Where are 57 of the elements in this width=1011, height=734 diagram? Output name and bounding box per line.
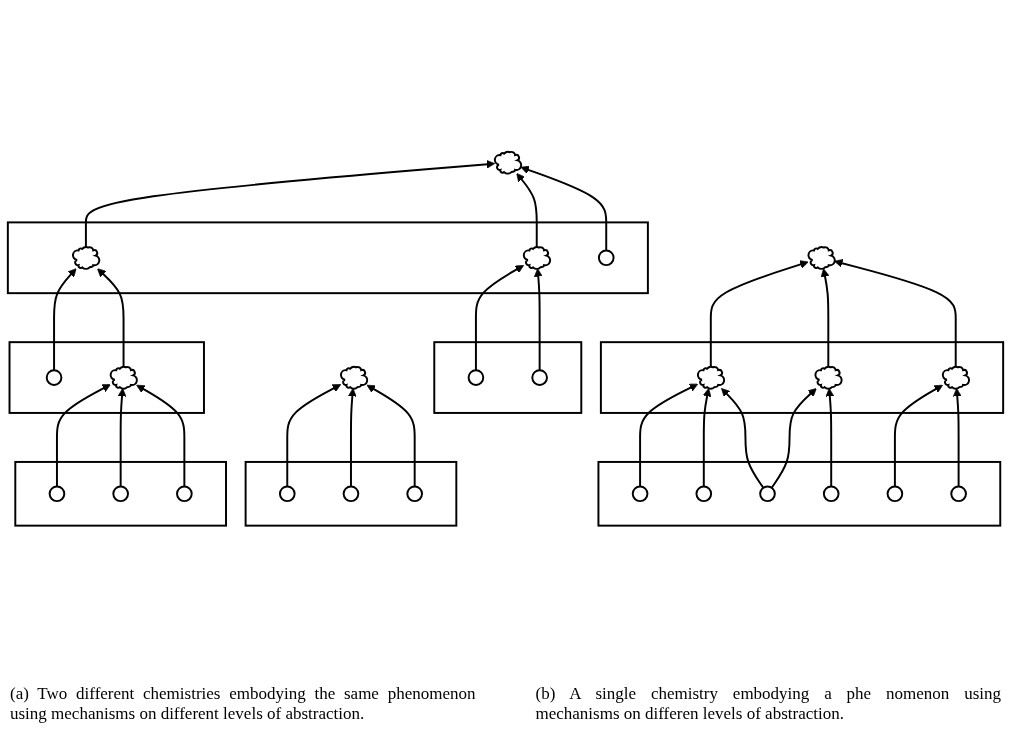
arrow [366,385,416,488]
cluster [597,461,1002,527]
cluster [6,221,649,295]
node-ellipse [759,485,776,503]
arrow [97,268,125,368]
node-cloud [493,151,523,175]
arrow [136,385,186,488]
arrow [84,160,496,249]
node-ellipse [695,485,713,503]
node-cloud [807,246,836,271]
cluster [8,341,205,415]
node-ellipse [822,485,840,503]
arrow [820,268,830,368]
node-ellipse [597,249,615,267]
node-ellipse [467,369,485,387]
cluster [244,461,458,527]
arrow [533,268,543,372]
figure-caption: (a) Two different chemistries embodying the same phenomenon using mechanisms on different levels of abstraction. [10,684,476,724]
arrow [639,384,699,488]
node-cloud [941,366,971,390]
node-ellipse [48,485,66,503]
arrow [952,388,962,488]
node-cloud [814,366,843,390]
node-ellipse [176,485,193,503]
node-ellipse [342,485,360,503]
cluster [433,341,583,415]
arrow [55,384,111,488]
arrow [520,166,608,252]
figure-caption: (b) A single chemistry embodying a phe nomenon using mechanisms on differen levels of abstraction. [535,684,1001,724]
node-cloud [72,246,101,271]
node-ellipse [406,485,423,503]
node-ellipse [631,485,649,503]
arrow [709,260,809,368]
arrow [474,265,524,372]
node-ellipse [112,485,129,503]
cluster [599,341,1005,415]
arrow [834,259,957,368]
arrow [721,388,765,489]
node-cloud [339,366,369,390]
cluster [14,461,227,527]
arrow [53,268,77,372]
arrow [893,385,943,488]
node-ellipse [950,485,967,503]
node-ellipse [886,485,904,503]
node-ellipse [278,485,296,503]
arrow [702,388,712,488]
node-ellipse [45,369,63,387]
arrow [825,388,835,488]
arrow [348,388,357,488]
arrow [516,173,538,249]
arrow [770,388,817,489]
node-cloud [109,366,138,390]
node-ellipse [531,369,548,387]
node-cloud [522,246,552,271]
arrow [286,384,342,488]
node-cloud [696,366,726,390]
arrow [117,388,127,488]
